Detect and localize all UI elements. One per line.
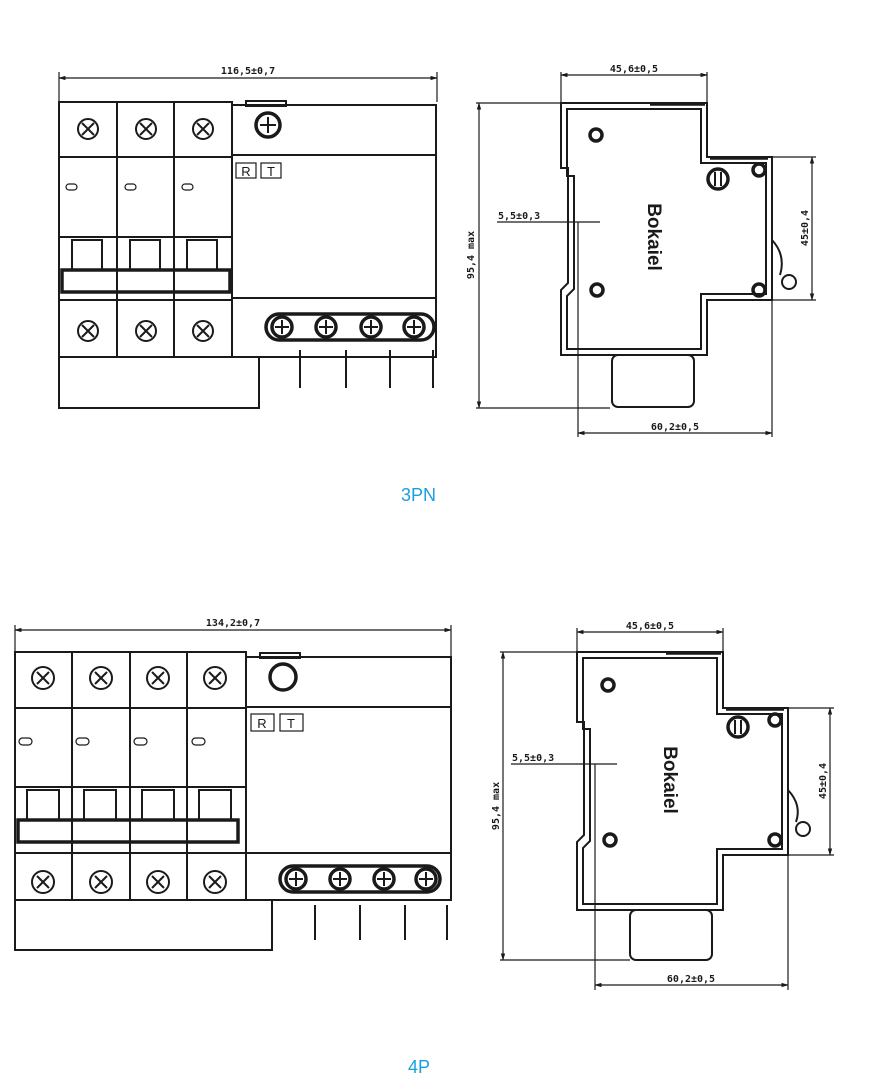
bottom-depth-dimension-label: 60,2±0,5 (651, 422, 699, 433)
width-dimension-label: 134,2±0,7 (206, 618, 260, 629)
test-screw-icon (254, 111, 282, 139)
latch-icon (795, 821, 811, 837)
top-width-dimension-label: 45,6±0,5 (610, 64, 658, 75)
rail-dimension-label: 5,5±0,3 (512, 753, 554, 764)
side-view-4p: 45,6±0,5 95,4 max 5,5±0,3 45±0,4 60,2±0,… (491, 621, 834, 990)
test-label: T (267, 164, 275, 179)
front-view-3pn: 116,5±0,7 (58, 66, 438, 409)
top-width-dimension-label: 45,6±0,5 (626, 621, 674, 632)
test-button-icon (268, 662, 298, 692)
side-view-3pn: 45,6±0,5 95,4 max 5,5±0,3 45±0,4 60,2±0,… (466, 64, 816, 437)
rail-dimension-label: 5,5±0,3 (498, 211, 540, 222)
front-view-4p: 134,2±0,7 (14, 618, 452, 951)
latch-icon (781, 274, 797, 290)
front-height-dimension-label: 45±0,4 (818, 763, 829, 799)
terminal-screw-icon (77, 118, 214, 140)
front-height-dimension-label: 45±0,4 (800, 210, 811, 246)
height-dimension-label: 95,4 max (491, 782, 502, 830)
toggle-bar (16, 789, 240, 844)
height-dimension-label: 95,4 max (466, 231, 477, 279)
width-dimension-label: 116,5±0,7 (221, 66, 275, 77)
brand-label: Bokaiel (643, 203, 664, 271)
terminal-screw-icon (77, 320, 214, 342)
bottom-depth-dimension-label: 60,2±0,5 (667, 974, 715, 985)
caption-3pn: 3PN (401, 485, 437, 505)
brand-label: Bokaiel (659, 746, 680, 814)
toggle-bar (60, 239, 232, 294)
neutral-terminal-strip (278, 864, 442, 894)
neutral-terminal-strip (264, 312, 436, 342)
test-label: T (287, 716, 295, 731)
terminal-screw-icon (31, 870, 227, 894)
terminal-screw-icon (270, 315, 426, 339)
adjust-screw-icon (726, 715, 750, 739)
reset-label: R (257, 716, 266, 731)
terminal-screw-icon (31, 666, 227, 690)
adjust-screw-icon (706, 167, 730, 191)
caption-4p: 4P (408, 1057, 431, 1077)
reset-label: R (241, 164, 250, 179)
terminal-screw-icon (284, 867, 438, 891)
